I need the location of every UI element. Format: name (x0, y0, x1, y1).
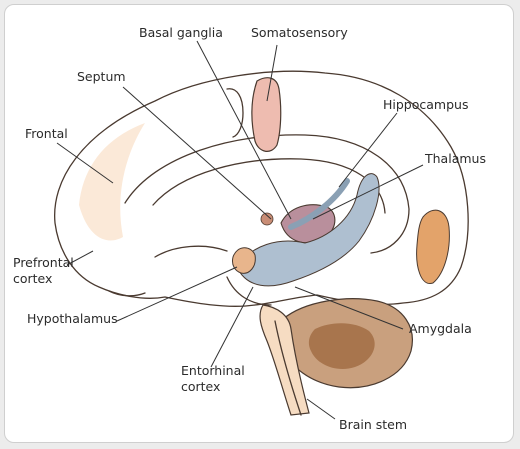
label-amygdala: Amygdala (409, 321, 472, 336)
leader-brain-stem (307, 399, 335, 419)
brain-diagram: Basal ganglia Somatosensory Septum Hippo… (5, 5, 514, 443)
hypothalamus (232, 248, 255, 274)
label-prefrontal-line2: cortex (13, 271, 52, 286)
label-septum: Septum (77, 69, 126, 84)
label-hippocampus: Hippocampus (383, 97, 468, 112)
label-thalamus: Thalamus (424, 151, 486, 166)
leader-hypothalamus (117, 267, 237, 321)
occipital-patch (417, 210, 450, 283)
label-somatosensory: Somatosensory (251, 25, 348, 40)
label-brain-stem: Brain stem (339, 417, 407, 432)
callosum-lower (153, 159, 385, 213)
label-entorhinal-line1: Entorhinal (181, 363, 245, 378)
labels: Basal ganglia Somatosensory Septum Hippo… (13, 25, 486, 432)
label-entorhinal-line2: cortex (181, 379, 220, 394)
leader-septum (123, 87, 271, 219)
label-prefrontal-line1: Prefrontal (13, 255, 74, 270)
label-frontal: Frontal (25, 126, 68, 141)
leader-entorhinal (211, 287, 253, 367)
prefrontal-edge (109, 291, 145, 296)
diagram-frame: Basal ganglia Somatosensory Septum Hippo… (4, 4, 514, 443)
label-basal-ganglia: Basal ganglia (139, 25, 223, 40)
label-hypothalamus: Hypothalamus (27, 311, 118, 326)
somatosensory-cortex (252, 78, 281, 152)
